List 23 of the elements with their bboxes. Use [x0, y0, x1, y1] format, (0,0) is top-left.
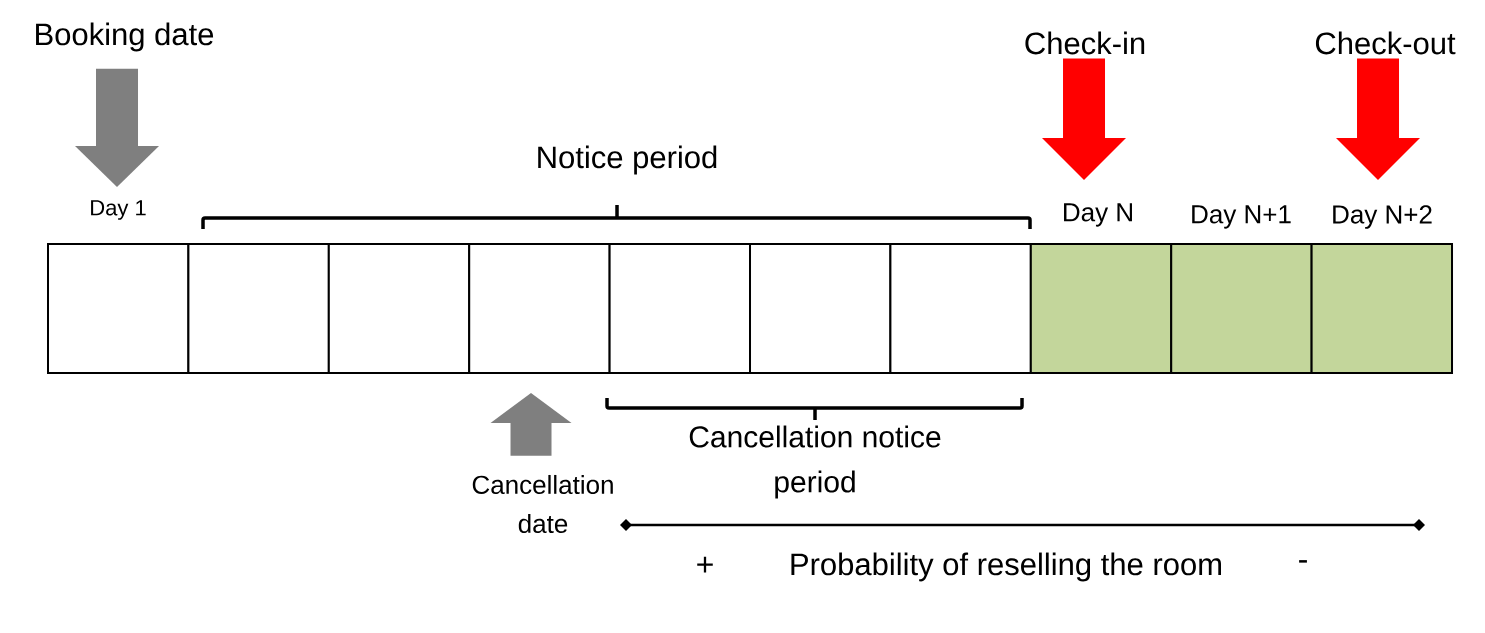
- day-cell: [327, 243, 471, 374]
- block-arrow: [1042, 58, 1126, 180]
- event-label: Check-in: [1025, 31, 1145, 55]
- day-cell: [187, 243, 330, 374]
- block-arrow: [490, 393, 572, 456]
- day-cell: [608, 243, 751, 374]
- block-arrow: [75, 68, 159, 187]
- event-label: Booking date: [36, 22, 214, 52]
- day-cell: [749, 243, 892, 374]
- scale-end-label: -: [1299, 560, 1307, 563]
- scale-label: Probability of reselling the room: [791, 552, 1221, 582]
- day-label: Day 1: [91, 200, 146, 220]
- block-arrow: [1336, 58, 1420, 180]
- day-label: Day N+2: [1333, 205, 1432, 229]
- day-label: Day N+1: [1192, 205, 1291, 229]
- event-label: Check-out: [1315, 31, 1456, 55]
- day-cell: [889, 243, 1032, 374]
- bracket-label: Cancellation notice period: [689, 425, 941, 499]
- event-label: Cancellation date: [472, 474, 613, 534]
- bracket-label: Notice period: [538, 145, 717, 175]
- day-cell: [468, 243, 611, 374]
- day-label: Day N: [1064, 203, 1132, 227]
- scale-end-label: +: [697, 556, 713, 573]
